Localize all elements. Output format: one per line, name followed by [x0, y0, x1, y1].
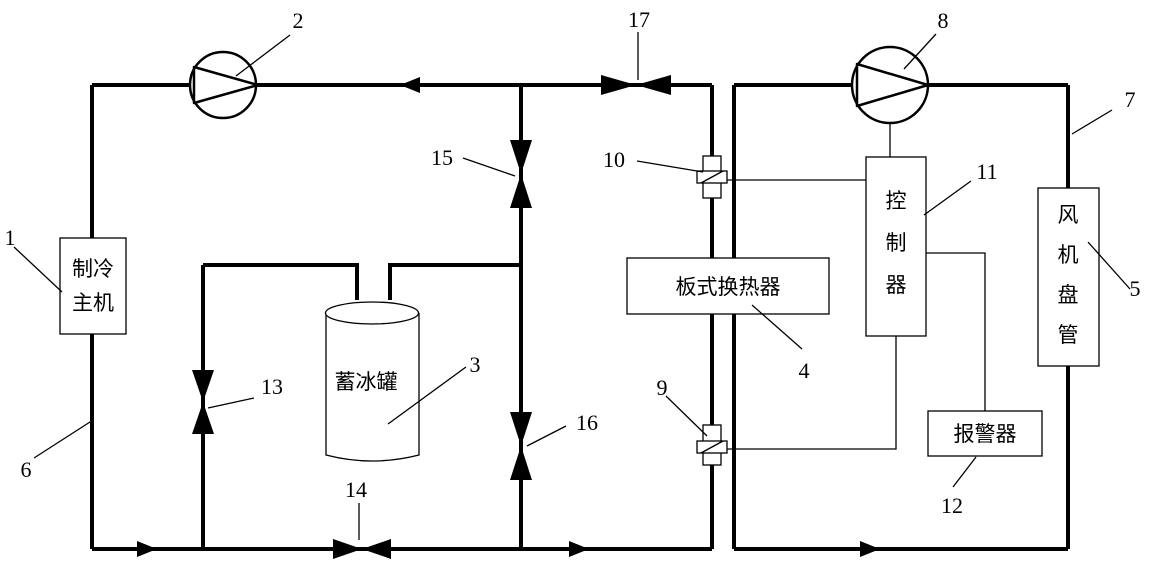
- chiller-label-line2: 主机: [72, 291, 114, 315]
- leader-12: [952, 456, 977, 488]
- label-15: 15: [431, 145, 453, 170]
- controller-label-line1: 控: [886, 189, 907, 213]
- pipe-tank-left-inlet: [203, 263, 359, 300]
- label-2: 2: [293, 8, 304, 33]
- leader-11: [923, 180, 972, 216]
- leader-8: [903, 33, 937, 70]
- label-3: 3: [470, 352, 481, 377]
- pipe-tank-right-outlet: [388, 263, 521, 300]
- fan-coil-box: 风 机 盘 管: [1037, 187, 1100, 367]
- label-6: 6: [21, 457, 32, 482]
- fan-coil-label-line4: 管: [1058, 323, 1079, 347]
- leader-15: [462, 157, 516, 177]
- leader-7: [1071, 109, 1113, 135]
- leader-13: [207, 397, 255, 409]
- leader-3: [387, 366, 467, 425]
- flow-arrow-top-left: [400, 77, 420, 93]
- label-8: 8: [938, 8, 949, 33]
- leader-9: [665, 395, 708, 437]
- label-9: 9: [657, 375, 668, 400]
- valve-16: [510, 412, 532, 480]
- valve-13: [192, 370, 214, 434]
- controller-box: 控 制 器: [865, 156, 927, 337]
- controller-label-line3: 器: [886, 273, 907, 297]
- valve-14: [333, 539, 391, 559]
- leader-10: [636, 160, 704, 173]
- reference-numbers: 1 2 3 4 5 6 7 8 9 10 11 12 13 14 15 16 1…: [5, 7, 1141, 518]
- chiller-label-line1: 制冷: [72, 257, 114, 281]
- valve-15: [510, 140, 532, 208]
- flow-arrow-bottom-2: [569, 541, 589, 557]
- leader-16: [526, 425, 567, 447]
- leader-lines: [13, 32, 1131, 540]
- alarm-box: 报警器: [927, 410, 1043, 457]
- heat-exchanger-box: 板式换热器: [626, 257, 830, 315]
- valve-17: [601, 75, 671, 95]
- flow-arrow-bottom-1: [137, 541, 157, 557]
- leader-1: [13, 246, 63, 293]
- label-12: 12: [941, 493, 963, 518]
- fan-coil-label-line3: 盘: [1058, 283, 1079, 307]
- sensor-9: [696, 424, 728, 466]
- heat-exchanger-label: 板式换热器: [676, 275, 781, 299]
- leader-6: [33, 421, 91, 459]
- ice-tank: 蓄冰罐: [324, 301, 420, 462]
- wire-sensor9-controller: [727, 336, 897, 450]
- label-1: 1: [5, 225, 16, 250]
- leader-5: [1087, 241, 1131, 290]
- label-7: 7: [1125, 87, 1136, 112]
- flow-arrow-bottom-3: [860, 541, 880, 557]
- controller-label-line2: 制: [886, 231, 907, 255]
- ice-tank-label: 蓄冰罐: [335, 370, 398, 394]
- label-4: 4: [799, 358, 810, 383]
- label-11: 11: [976, 159, 997, 184]
- label-16: 16: [576, 410, 598, 435]
- label-14: 14: [345, 477, 367, 502]
- pump-2: [188, 50, 260, 120]
- fan-coil-label-line2: 机: [1058, 243, 1079, 267]
- label-5: 5: [1130, 276, 1141, 301]
- leader-4: [751, 304, 803, 350]
- pump-8: [850, 45, 930, 125]
- wire-controller-alarm: [926, 252, 986, 411]
- alarm-label: 报警器: [954, 422, 1017, 446]
- label-13: 13: [261, 374, 283, 399]
- signal-wires: [727, 123, 986, 450]
- sensor-10: [696, 155, 728, 199]
- label-17: 17: [628, 7, 650, 32]
- label-10: 10: [603, 147, 625, 172]
- fan-coil-label-line1: 风: [1058, 203, 1079, 227]
- flow-arrows: [137, 77, 880, 557]
- chiller-box: 制冷 主机: [59, 237, 127, 335]
- leader-2: [235, 34, 291, 77]
